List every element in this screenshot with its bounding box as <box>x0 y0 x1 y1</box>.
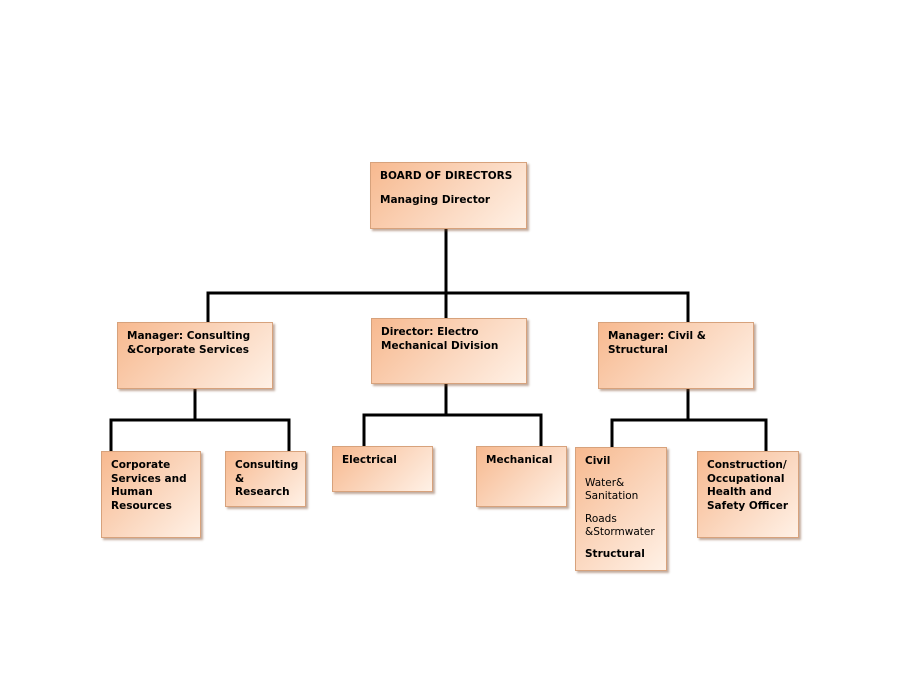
consulting-research-box: Consulting & Research <box>225 451 306 507</box>
construction-ohs-box: Construction/ Occupational Health and Sa… <box>697 451 799 538</box>
construction-line4: Safety Officer <box>707 499 789 512</box>
corporate-line1: Corporate <box>111 459 171 471</box>
roads-stormwater-line2: &Stormwater <box>585 526 655 538</box>
construction-line1: Construction/ <box>707 459 787 471</box>
mechanical-label: Mechanical <box>486 454 553 466</box>
managing-director-label: Managing Director <box>380 193 491 206</box>
corporate-line3: Human <box>111 486 153 498</box>
corporate-line2: Services and <box>111 472 187 485</box>
electrical-box: Electrical <box>332 446 433 492</box>
mechanical-box: Mechanical <box>476 446 567 507</box>
civil-manager-line2: Structural <box>608 343 668 356</box>
civil-unit-box: Civil Water& Sanitation Roads &Stormwate… <box>575 447 667 571</box>
board-of-directors-box: BOARD OF DIRECTORS Managing Director <box>370 162 527 229</box>
corporate-services-box: Corporate Services and Human Resources <box>101 451 201 538</box>
research-line2: & Research <box>235 472 290 499</box>
electro-director-box: Director: Electro Mechanical Division <box>371 318 527 384</box>
civil-manager-box: Manager: Civil & Structural <box>598 322 754 389</box>
water-sanitation-line1: Water& <box>585 476 625 489</box>
board-title: BOARD OF DIRECTORS <box>380 170 513 182</box>
structural-label: Structural <box>585 547 645 560</box>
construction-line2: Occupational <box>707 472 785 485</box>
electrical-label: Electrical <box>342 454 397 466</box>
electro-director-line2: Mechanical Division <box>381 339 499 352</box>
water-sanitation-line2: Sanitation <box>585 490 639 502</box>
civil-manager-line1: Manager: Civil & <box>608 330 706 342</box>
construction-line3: Health and <box>707 486 772 498</box>
electro-director-line1: Director: Electro <box>381 326 479 338</box>
consulting-manager-box: Manager: Consulting &Corporate Services <box>117 322 273 389</box>
research-line1: Consulting <box>235 459 299 471</box>
civil-unit-heading: Civil <box>585 455 611 467</box>
consulting-manager-line2: &Corporate Services <box>127 343 249 356</box>
corporate-line4: Resources <box>111 499 172 512</box>
roads-stormwater-line1: Roads <box>585 512 617 525</box>
consulting-manager-line1: Manager: Consulting <box>127 330 251 342</box>
